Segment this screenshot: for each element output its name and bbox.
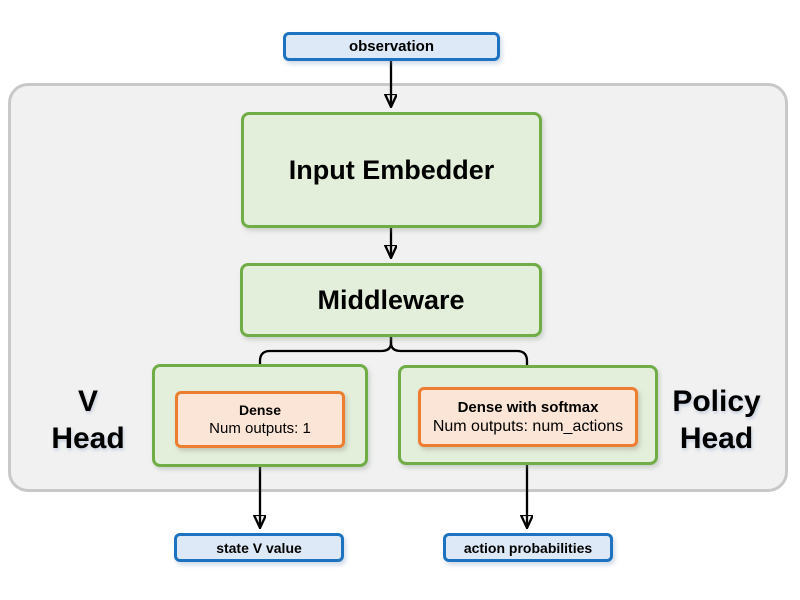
state-v-value-node: state V value	[174, 533, 344, 562]
action-probabilities-node: action probabilities	[443, 533, 613, 562]
dense-softmax-subtitle: Num outputs: num_actions	[432, 417, 624, 435]
input-embedder-label: Input Embedder	[288, 154, 495, 185]
input-embedder-node: Input Embedder	[241, 112, 542, 228]
dense-node: Dense Num outputs: 1	[175, 391, 345, 448]
v-head-label: V Head	[33, 383, 143, 457]
dense-softmax-title: Dense with softmax	[457, 398, 599, 416]
state-v-value-label: state V value	[216, 539, 302, 556]
observation-node: observation	[283, 32, 500, 61]
dense-subtitle: Num outputs: 1	[209, 420, 311, 437]
middleware-label: Middleware	[317, 284, 465, 315]
policy-head-label: Policy Head	[659, 383, 774, 457]
dense-softmax-node: Dense with softmax Num outputs: num_acti…	[418, 387, 638, 447]
v-head-label-line2: Head	[51, 422, 125, 455]
v-head-label-line1: V	[77, 385, 98, 418]
policy-head-label-line1: Policy	[672, 385, 761, 418]
action-probabilities-label: action probabilities	[463, 539, 593, 556]
policy-head-label-line2: Head	[679, 422, 754, 455]
middleware-node: Middleware	[240, 263, 542, 337]
dense-title: Dense	[238, 402, 282, 418]
observation-label: observation	[348, 38, 435, 55]
